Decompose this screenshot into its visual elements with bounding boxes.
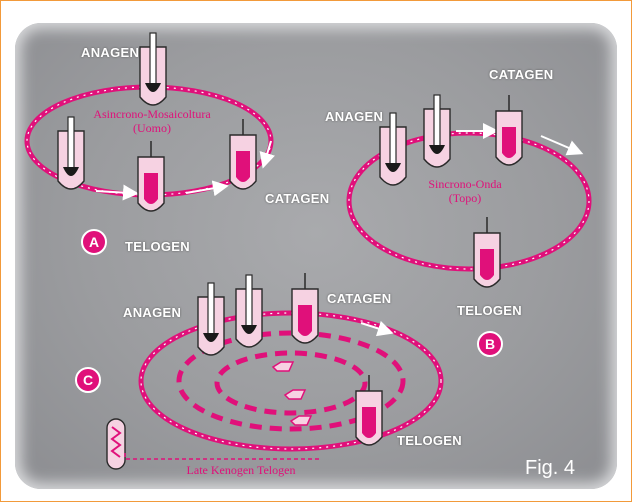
- caption-c: Late Kenogen Telogen: [141, 463, 341, 477]
- b-telogen-follicle: [474, 217, 500, 287]
- caption-a: Asincrono-Mosaicoltura (Uomo): [77, 107, 227, 135]
- b-follicle-1: [380, 113, 406, 185]
- label-a-catagen: CATAGEN: [265, 191, 329, 206]
- c-follicle-2: [236, 275, 262, 347]
- caption-b-line1: Sincrono-Onda: [395, 177, 535, 191]
- label-b-catagen: CATAGEN: [489, 67, 553, 82]
- label-a-anagen: ANAGEN: [81, 45, 139, 60]
- label-c-anagen: ANAGEN: [123, 305, 181, 320]
- c-anagen-follicle: [198, 283, 224, 355]
- label-a-telogen: TELOGEN: [125, 239, 190, 254]
- badge-b: B: [477, 331, 503, 357]
- a-telogen-follicle: [138, 141, 164, 211]
- label-b-telogen: TELOGEN: [457, 303, 522, 318]
- caption-b: Sincrono-Onda (Topo): [395, 177, 535, 205]
- caption-b-line2: (Topo): [395, 191, 535, 205]
- a-catagen-follicle: [230, 119, 256, 189]
- b-catagen-follicle: [496, 95, 522, 165]
- a-anagen-follicle: [140, 33, 166, 105]
- b-follicle-2: [424, 95, 450, 167]
- badge-c: C: [75, 367, 101, 393]
- figure-label: Fig. 4: [525, 457, 575, 480]
- c-telogen-follicle: [356, 375, 382, 445]
- caption-a-line2: (Uomo): [77, 121, 227, 135]
- label-c-telogen: TELOGEN: [397, 433, 462, 448]
- kenogen-follicle: [107, 419, 125, 469]
- label-c-catagen: CATAGEN: [327, 291, 391, 306]
- c-catagen-follicle: [292, 273, 318, 343]
- badge-a: A: [81, 229, 107, 255]
- label-b-anagen: ANAGEN: [325, 109, 383, 124]
- caption-a-line1: Asincrono-Mosaicoltura: [77, 107, 227, 121]
